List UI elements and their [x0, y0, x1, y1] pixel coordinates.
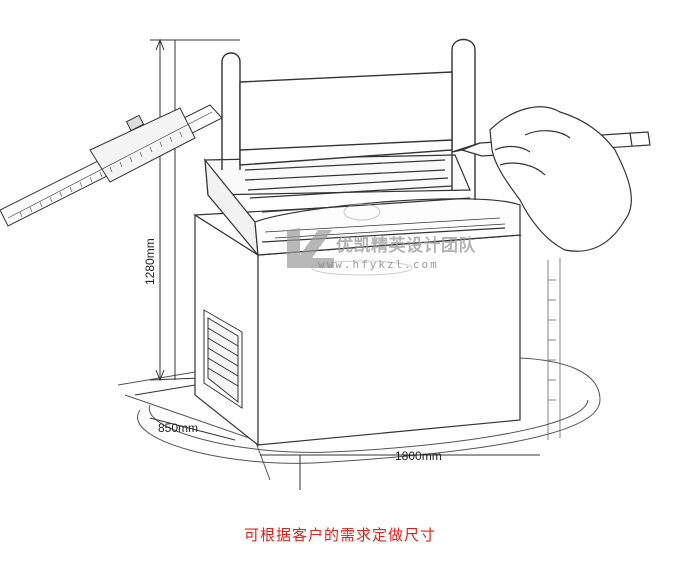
watermark-url: www.hfykzl.com [318, 258, 439, 271]
logo-mark-icon [287, 228, 334, 268]
ornament-icon [343, 203, 381, 221]
right-ruler [547, 258, 561, 440]
depth-label: 850mm [158, 421, 198, 435]
watermark-logo: 优凯精英设计团队 www.hfykzl.com [287, 203, 476, 276]
caliper-ticks [19, 126, 193, 218]
hand-with-pencil [451, 106, 651, 252]
canopy-frame [221, 38, 476, 200]
depth-dimension [134, 384, 236, 441]
width-label: 1800mm [395, 449, 442, 463]
caliper-ruler [0, 104, 223, 227]
caption-text: 可根据客户的需求定做尺寸 [243, 526, 436, 544]
height-label: 1280mm [143, 238, 157, 285]
height-dimension [149, 38, 240, 382]
vent-grille [203, 309, 243, 409]
width-dimension [260, 454, 540, 490]
watermark-name: 优凯精英设计团队 [336, 235, 476, 256]
